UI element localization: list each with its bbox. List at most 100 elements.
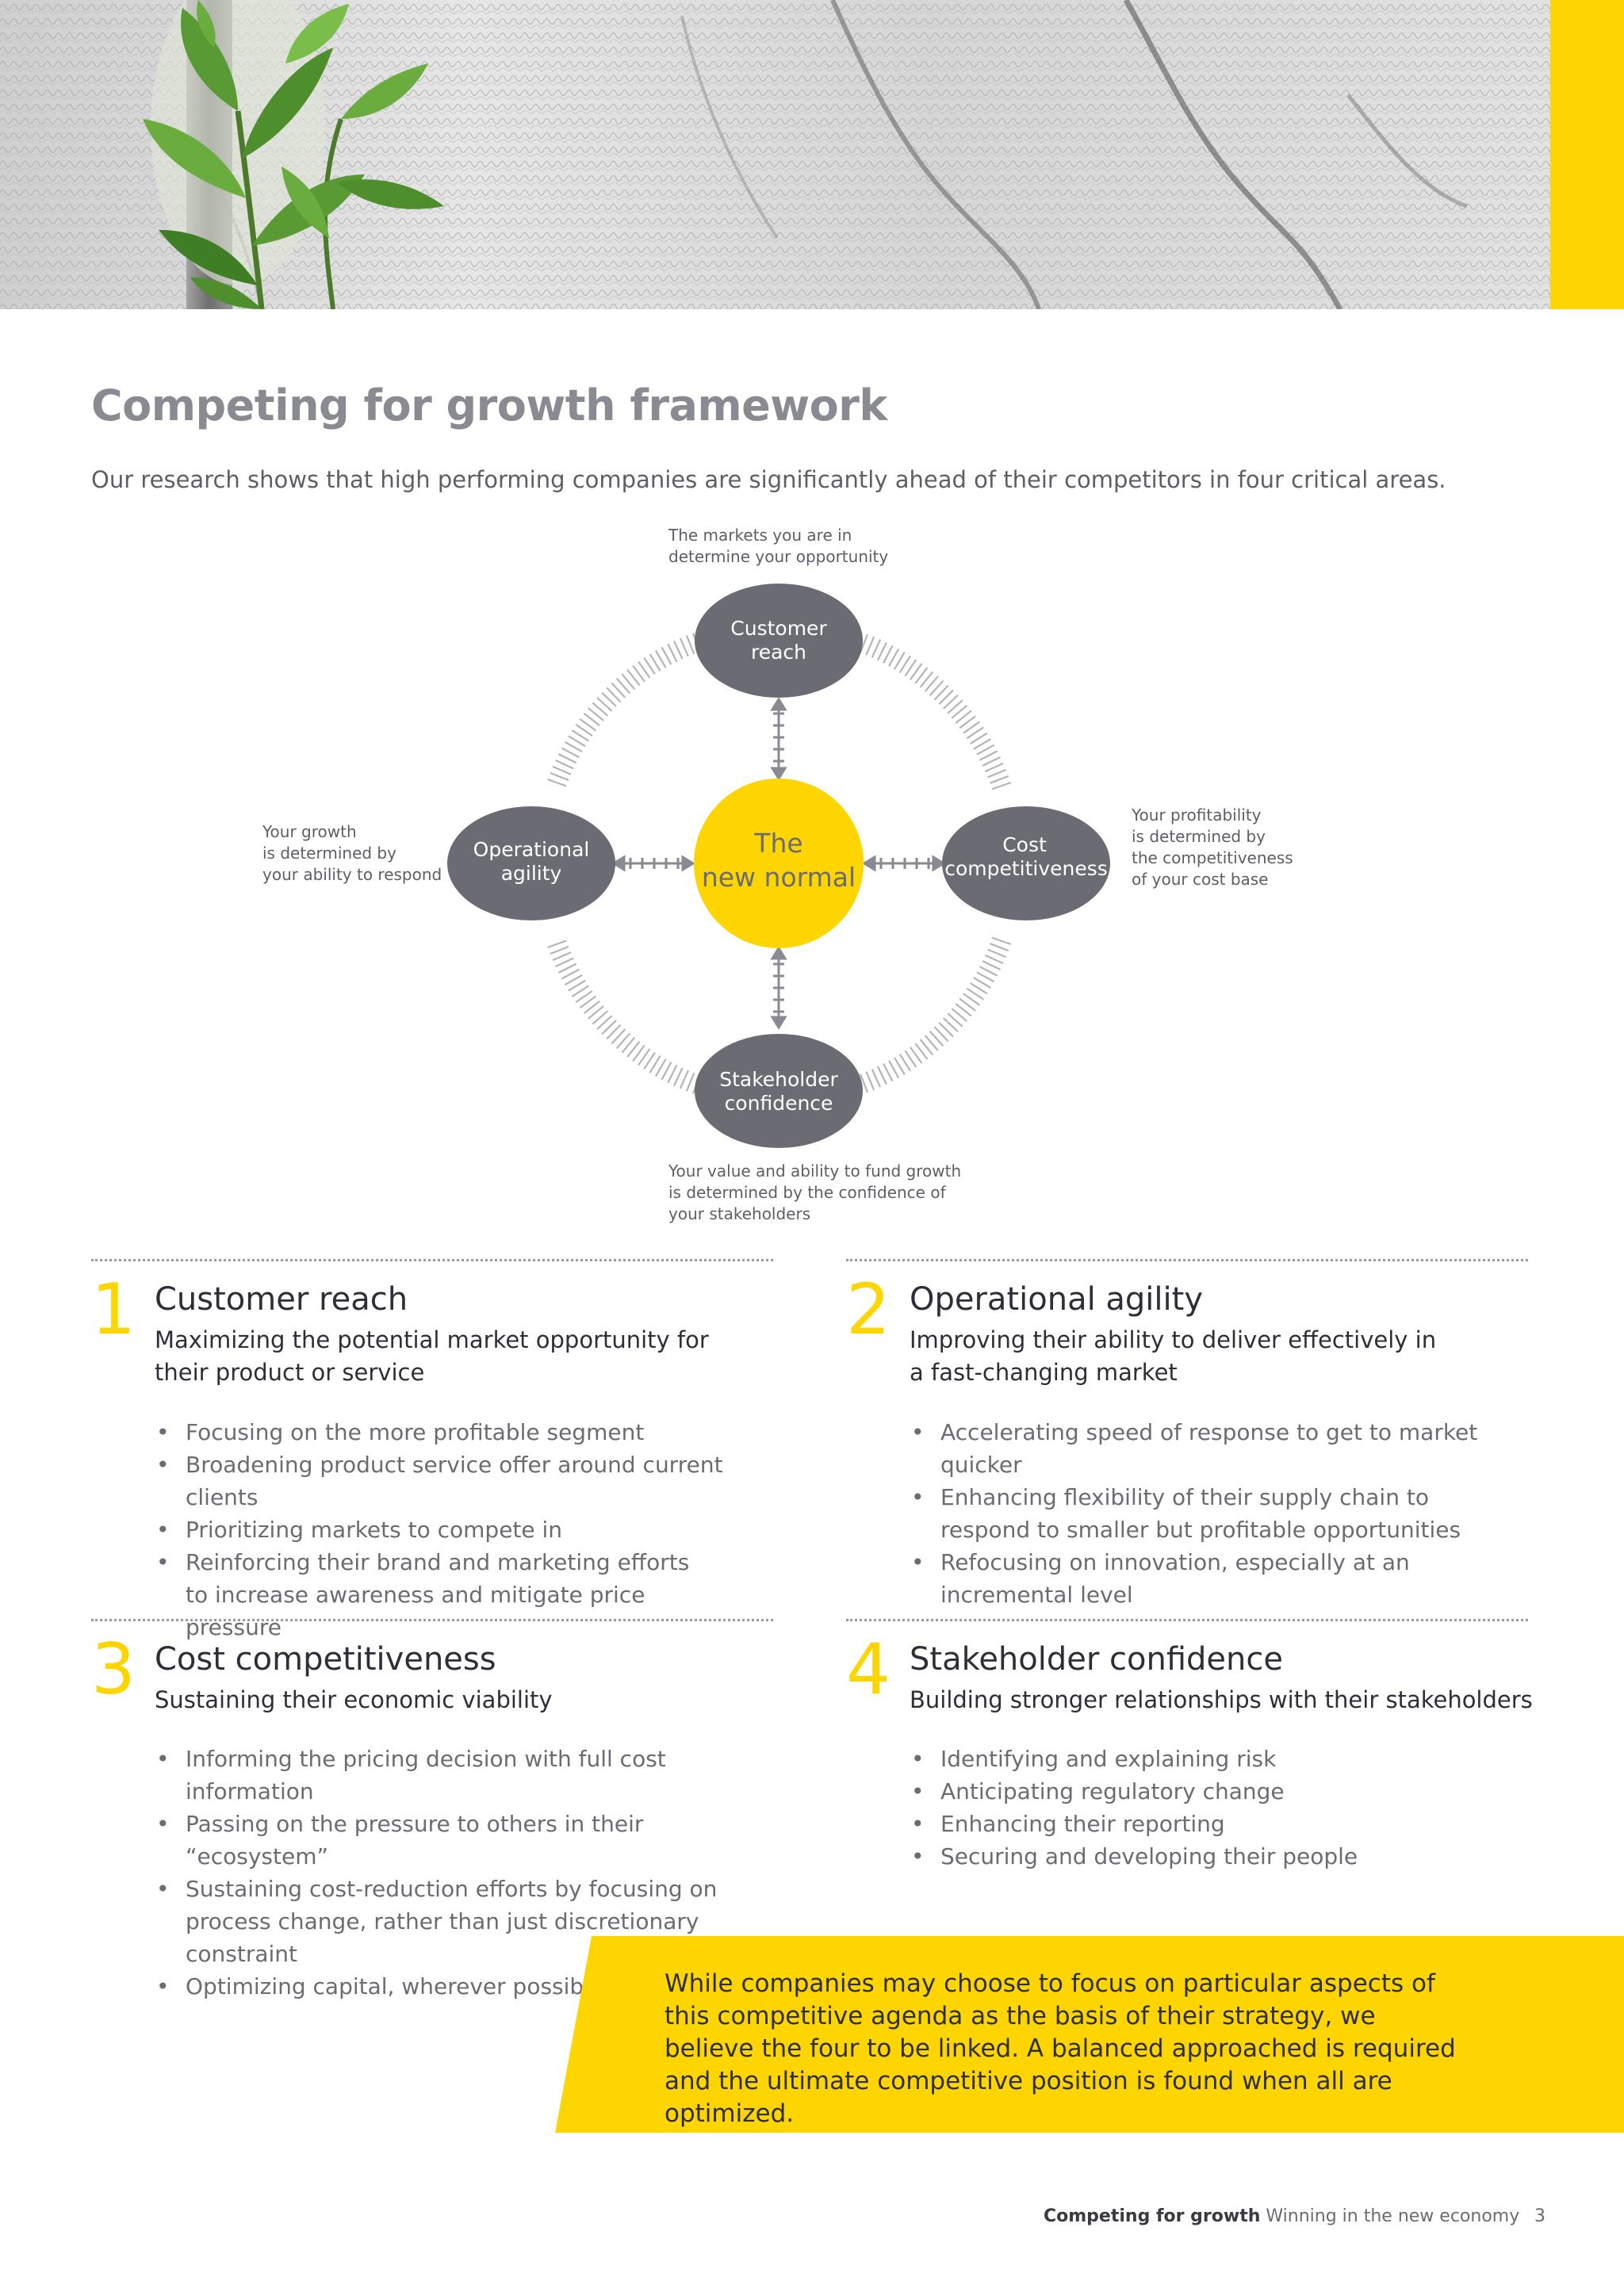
ring-tick (966, 726, 984, 740)
list-item: Reinforcing their brand and marketing ef… (155, 1546, 694, 1644)
ring-tick (555, 957, 574, 968)
accent-bar (1550, 0, 1624, 309)
node-left-line2: agility (501, 862, 562, 885)
ring-tick (943, 1017, 959, 1033)
caption-left-line: your ability to respond (262, 865, 442, 884)
ring-tick (673, 641, 684, 660)
ring-tick (876, 1066, 887, 1085)
ring-tick (557, 753, 577, 764)
callout-background (555, 1936, 1624, 2133)
ring-tick (933, 684, 949, 701)
ring-tick (638, 1048, 651, 1066)
ring-tick (615, 1032, 631, 1049)
callout-box: While companies may choose to focus on p… (555, 1936, 1624, 2133)
list-item: Broadening product service offer around … (155, 1448, 773, 1513)
ring-tick (904, 659, 917, 677)
ring-tick (888, 1060, 900, 1079)
ring-tick (893, 652, 906, 670)
ring-tick (990, 943, 1009, 952)
section-number: 4 (846, 1628, 891, 1710)
ring-tick (919, 671, 934, 688)
ring-tick (583, 1001, 600, 1015)
ring-tick (951, 1008, 968, 1023)
section-title: Cost competitiveness (155, 1641, 496, 1678)
caption-left-line: Your growth (262, 822, 357, 841)
ring-tick (547, 778, 567, 787)
ring-tick (611, 682, 626, 698)
ring-tick (987, 768, 1007, 779)
ring-tick (929, 1031, 944, 1047)
framework-diagram: Customer reach Operational agility Cost … (0, 507, 1624, 1237)
ring-tick (904, 1050, 917, 1068)
section-divider (846, 1259, 1528, 1261)
hero-photo (0, 0, 1550, 309)
section-bullet-list: Identifying and explaining risk Anticipa… (910, 1743, 1536, 1873)
ring-tick (990, 775, 1009, 784)
section-divider (91, 1259, 773, 1261)
ring-tick (579, 718, 597, 732)
section-subtitle: Improving their ability to deliver effec… (910, 1326, 1437, 1386)
ring-tick (579, 995, 597, 1009)
ring-tick (924, 675, 939, 692)
arrow-bottom (770, 946, 787, 1030)
plant-leaves (143, 0, 444, 309)
ring-tick (973, 977, 991, 989)
node-center: The new normal (694, 779, 864, 948)
section-cost-competitiveness: 3 Cost competitiveness Sustaining their … (91, 1619, 773, 2003)
caption-top-line: The markets you are in (668, 526, 852, 545)
hatched-ring (547, 631, 1012, 1096)
ring-tick (592, 702, 608, 717)
footer-subtitle: Winning in the new economy (1266, 2206, 1520, 2226)
ring-tick (655, 1058, 667, 1077)
arrow-left (611, 855, 695, 872)
ring-tick (592, 1010, 608, 1025)
section-operational-agility: 2 Operational agility Improving their ab… (846, 1259, 1528, 1608)
ring-tick (976, 744, 995, 756)
ring-tick (984, 954, 1004, 965)
arrow-right (862, 855, 946, 872)
ring-tick (987, 948, 1007, 959)
ring-tick (552, 765, 572, 775)
ring-tick (673, 1067, 684, 1086)
section-number: 1 (91, 1269, 136, 1350)
caption-left: Your growth is determined by your abilit… (262, 821, 442, 886)
arrow-top (770, 697, 787, 781)
caption-right-line: Your profitability (1132, 806, 1262, 825)
ring-tick (898, 1054, 912, 1072)
section-subtitle: Building stronger relationships with the… (910, 1686, 1533, 1713)
node-left-shape (447, 806, 615, 920)
node-left-line1: Operational (473, 838, 590, 861)
ring-tick (871, 1069, 882, 1088)
ring-tick (655, 649, 667, 668)
ring-tick (924, 1035, 939, 1051)
ring-tick (596, 1015, 613, 1030)
ring-tick (991, 782, 1012, 790)
footer-title: Competing for growth Winning in the new … (1044, 2206, 1519, 2226)
ring-tick (667, 1064, 678, 1084)
ring-tick (571, 985, 590, 997)
node-right-line2: competitiveness (944, 857, 1108, 880)
ring-tick (984, 762, 1004, 773)
ring-tick (938, 689, 954, 705)
caption-right: Your profitability is determined by the … (1132, 805, 1293, 890)
ring-tick (588, 1005, 604, 1020)
ring-tick (979, 966, 998, 977)
section-bullet-list: Accelerating speed of response to get to… (910, 1416, 1536, 1611)
ring-tick (955, 710, 972, 724)
ring-tick (970, 982, 988, 995)
ring-tick (575, 723, 593, 737)
section-stakeholder-confidence: 4 Stakeholder confidence Building strong… (846, 1619, 1533, 1873)
section-divider (91, 1619, 773, 1621)
list-item: Informing the pricing decision with full… (155, 1743, 781, 1808)
ring-tick (649, 653, 661, 672)
ring-tick (632, 664, 645, 683)
caption-bottom-line: your stakeholders (668, 1204, 811, 1223)
ring-tick (933, 1026, 949, 1043)
ring-tick (601, 691, 617, 707)
section-title: Operational agility (910, 1281, 1203, 1318)
ring-tick (898, 655, 912, 673)
list-item: Sustaining cost-reduction efforts by foc… (155, 1873, 757, 1970)
ring-tick (938, 1022, 954, 1038)
ring-tick (943, 694, 959, 710)
ring-tick (893, 1057, 906, 1075)
